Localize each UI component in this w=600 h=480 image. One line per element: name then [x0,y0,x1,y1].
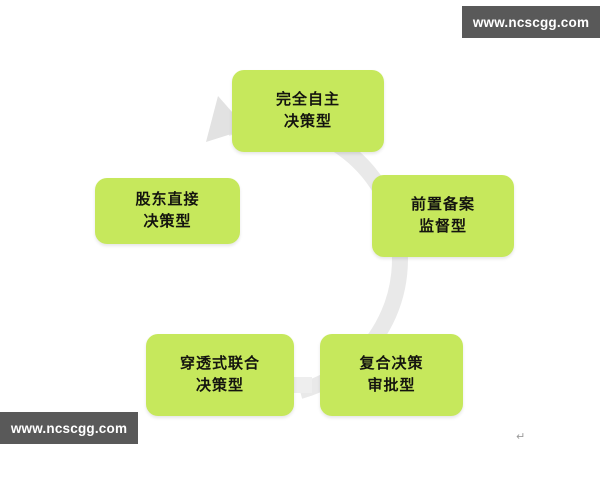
watermark-bottom-left: www.ncscgg.com [0,412,138,444]
cycle-node-left[interactable]: 股东直接 决策型 [95,178,240,244]
cycle-node-top[interactable]: 完全自主 决策型 [232,70,384,152]
cycle-node-right-line1: 前置备案 [410,195,475,213]
paragraph-mark-icon: ↵ [516,431,526,443]
cycle-node-top-line1: 完全自主 [275,90,340,108]
cycle-node-bottom-right[interactable]: 复合决策 审批型 [320,334,463,416]
watermark-top-right: www.ncscgg.com [462,6,600,38]
cycle-node-bottom-left[interactable]: 穿透式联合 决策型 [146,334,294,416]
cycle-node-right-line2: 监督型 [418,218,467,235]
cycle-node-left-line2: 决策型 [143,213,192,230]
cycle-node-bottom-right-line2: 审批型 [367,377,416,394]
cycle-node-left-line1: 股东直接 [135,190,200,208]
cycle-node-top-line2: 决策型 [283,113,332,130]
cycle-node-bottom-right-line1: 复合决策 [359,354,424,372]
cycle-node-bottom-left-line1: 穿透式联合 [179,354,260,372]
cycle-ring-tab [294,377,312,393]
cycle-node-bottom-left-line2: 决策型 [195,377,244,394]
cycle-node-right[interactable]: 前置备案 监督型 [372,175,514,257]
